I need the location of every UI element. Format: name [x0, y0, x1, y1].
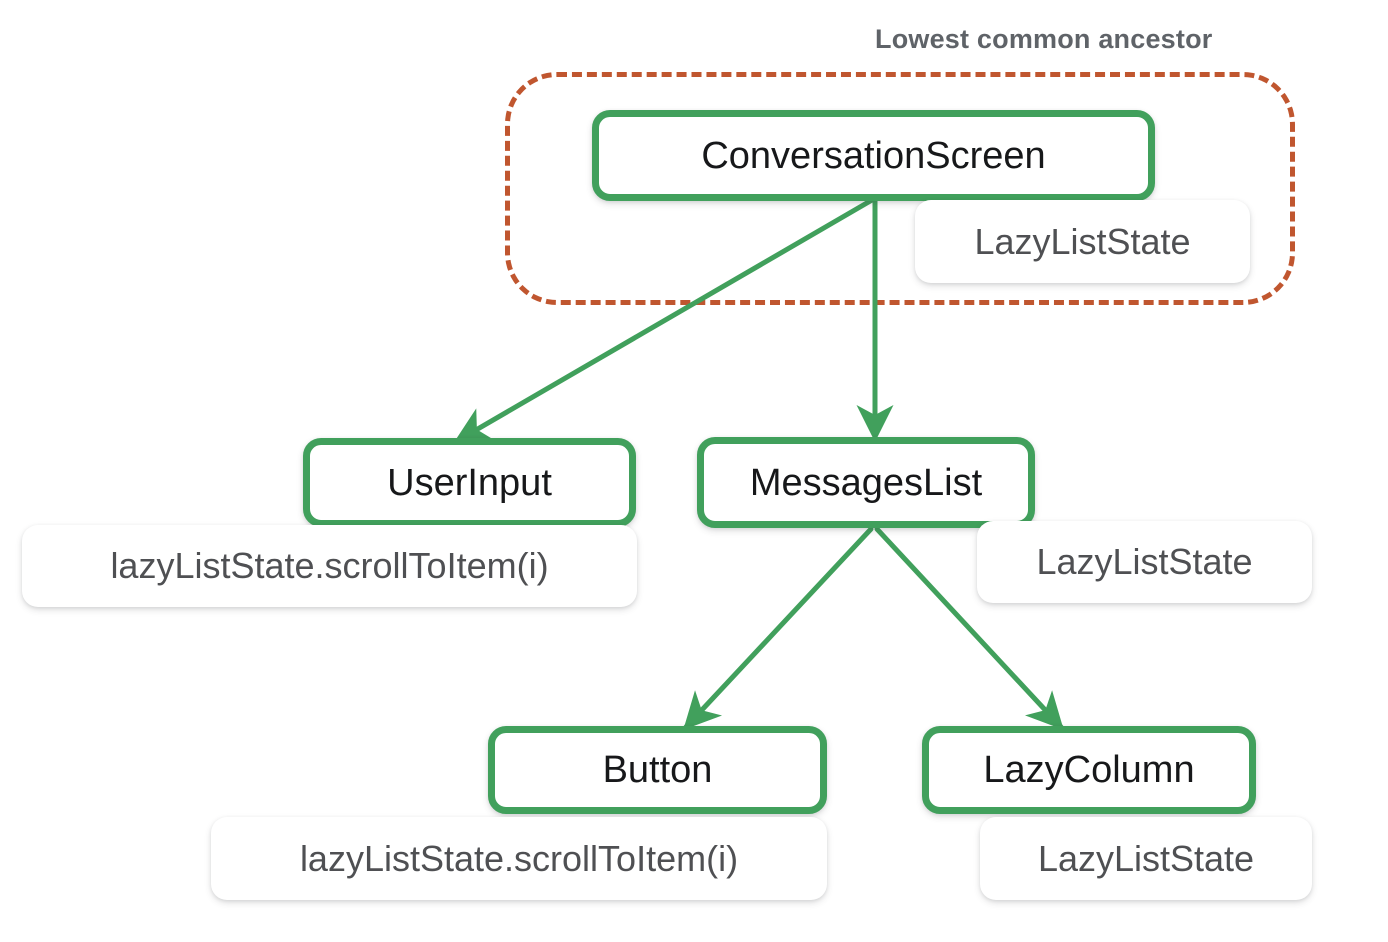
node-button[interactable]: Button: [488, 726, 827, 814]
badge-conversation-screen-state-label: LazyListState: [974, 220, 1191, 262]
badge-messages-list-state[interactable]: LazyListState: [977, 521, 1312, 603]
node-messages-list-label: MessagesList: [749, 461, 983, 504]
badge-user-input-call-label: lazyListState.scrollToItem(i): [110, 545, 549, 586]
badge-button-call[interactable]: lazyListState.scrollToItem(i): [211, 817, 827, 900]
node-lazy-column-label: LazyColumn: [983, 749, 1195, 791]
badge-lazy-column-state-label: LazyListState: [1037, 837, 1255, 879]
node-conversation-screen[interactable]: ConversationScreen: [592, 110, 1155, 201]
node-messages-list[interactable]: MessagesList: [697, 437, 1035, 528]
edge-messageslist-button: [683, 526, 874, 730]
badge-user-input-call[interactable]: lazyListState.scrollToItem(i): [22, 525, 637, 607]
node-user-input-label: UserInput: [387, 461, 552, 504]
lowest-common-ancestor-caption: Lowest common ancestor: [875, 24, 1213, 54]
badge-lazy-column-state[interactable]: LazyListState: [980, 817, 1312, 900]
node-button-label: Button: [602, 749, 713, 791]
badge-button-call-label: lazyListState.scrollToItem(i): [299, 837, 739, 879]
badge-messages-list-state-label: LazyListState: [1036, 541, 1253, 582]
lowest-common-ancestor-group: [505, 72, 1295, 305]
node-lazy-column[interactable]: LazyColumn: [922, 726, 1256, 814]
node-user-input[interactable]: UserInput: [303, 438, 636, 527]
node-conversation-screen-label: ConversationScreen: [701, 134, 1046, 177]
badge-conversation-screen-state[interactable]: LazyListState: [915, 200, 1250, 283]
